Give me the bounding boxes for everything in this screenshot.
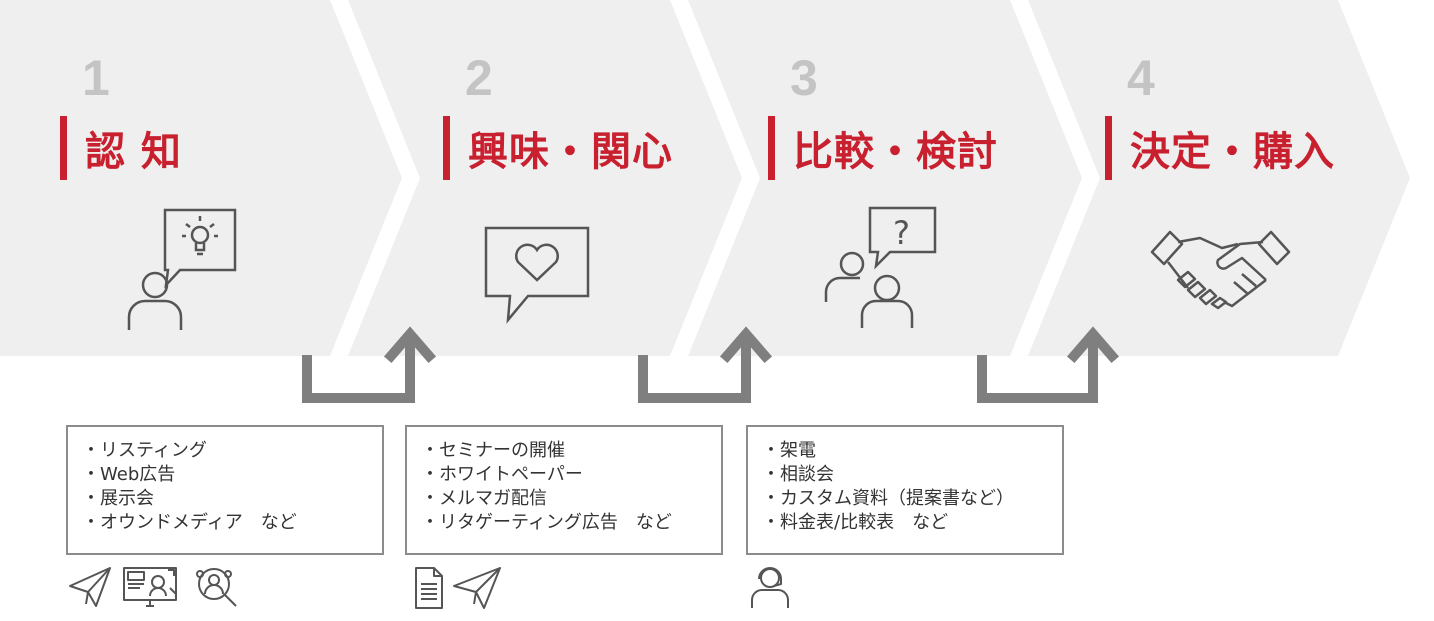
tactic-item: ・リスティング [82, 440, 207, 461]
paper-plane-icon [453, 567, 501, 609]
connector-arrow-3 [977, 326, 1120, 403]
document-icon [415, 567, 443, 609]
stage-3-title-text: 比較・検討 [793, 129, 998, 175]
headset-operator-icon [751, 567, 789, 608]
stage-3-number: 3 [790, 50, 818, 106]
chevron-stage-2 [348, 0, 742, 356]
people-search-icon [196, 568, 237, 607]
web-ad-monitor-icon [123, 567, 177, 607]
chevron-stage-4 [1028, 0, 1410, 356]
stage-1-accent-bar [60, 116, 67, 180]
stage-4-title: 決定・購入 [1105, 116, 1335, 180]
person-lightbulb-icon [127, 208, 237, 330]
box-1-tool-icons [69, 567, 237, 607]
tactic-item: ・料金表/比較表 など [762, 512, 949, 533]
chevron-stage-3 [688, 0, 1082, 356]
stage-1-title-text: 認 知 [85, 129, 182, 175]
paper-plane-icon [69, 567, 111, 607]
tactic-item: ・架電 [762, 440, 816, 461]
tactic-item: ・リタゲーティング広告 など [421, 512, 672, 533]
tactic-item: ・カスタム資料（提案書など） [762, 488, 1014, 509]
tactics-box-1: ・リスティング ・Web広告 ・展示会 ・オウンドメディア など [66, 425, 384, 555]
box-3-tool-icons [751, 567, 789, 608]
tactic-item: ・ホワイトペーパー [421, 464, 583, 485]
tactic-item: ・オウンドメディア など [82, 512, 297, 533]
stage-1-title: 認 知 [60, 116, 182, 180]
stage-3-accent-bar [768, 116, 775, 180]
connector-arrow-1 [302, 326, 437, 403]
handshake-icon [1150, 230, 1291, 310]
stage-4-number: 4 [1127, 50, 1155, 106]
heart-speech-bubble-icon [484, 226, 590, 324]
stage-2-number: 2 [465, 50, 493, 106]
chevron-stage-1 [0, 0, 402, 356]
tactic-item: ・メルマガ配信 [421, 488, 547, 509]
tactic-item: ・展示会 [82, 488, 154, 509]
tactic-item: ・相談会 [762, 464, 834, 485]
stage-2-accent-bar [443, 116, 450, 180]
stage-1-number: 1 [82, 50, 110, 106]
tactics-box-2: ・セミナーの開催 ・ホワイトペーパー ・メルマガ配信 ・リタゲーティング広告 な… [405, 425, 723, 555]
connector-arrow-2 [638, 326, 773, 403]
stage-4-accent-bar [1105, 116, 1112, 180]
tactic-item: ・セミナーの開催 [421, 440, 565, 461]
people-question-icon: ? [824, 206, 937, 328]
stage-2-title-text: 興味・関心 [468, 129, 673, 175]
box-2-tool-icons [415, 567, 501, 609]
tactics-box-3: ・架電 ・相談会 ・カスタム資料（提案書など） ・料金表/比較表 など [746, 425, 1064, 555]
svg-text:?: ? [893, 214, 910, 252]
tactic-item: ・Web広告 [82, 464, 176, 485]
stage-3-title: 比較・検討 [768, 116, 998, 180]
stage-2-title: 興味・関心 [443, 116, 673, 180]
stage-4-title-text: 決定・購入 [1130, 129, 1335, 175]
